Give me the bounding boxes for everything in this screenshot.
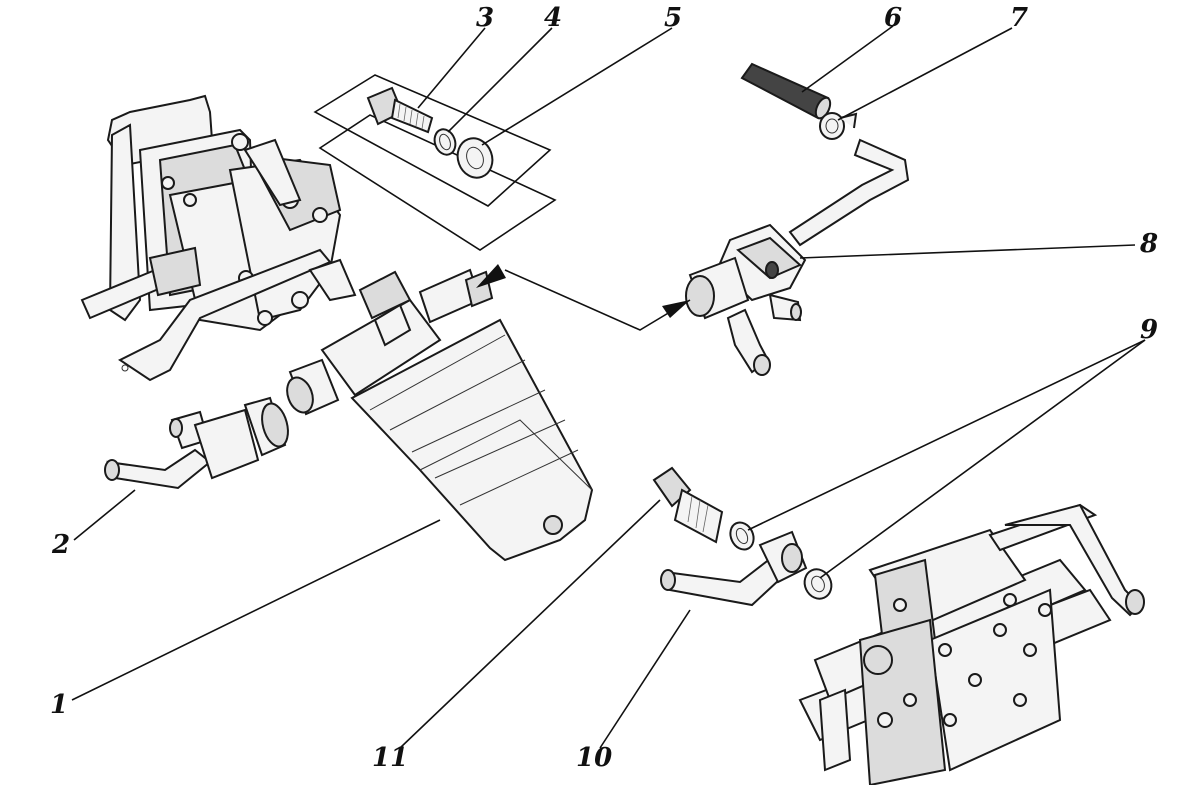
pump-housing: [80, 94, 357, 382]
hose-and-clamp: [740, 62, 858, 140]
callout-4: 4: [544, 3, 562, 33]
leader-1: [71, 519, 441, 701]
callout-3: 3: [476, 3, 494, 33]
filter-assembly: [286, 268, 594, 562]
callout-5: 5: [664, 3, 682, 33]
leader-8: [799, 244, 1136, 259]
callout-7: 7: [1010, 3, 1028, 33]
elbow-pipe-part-2: [104, 396, 289, 490]
tee-fitting-part-8: [685, 138, 910, 376]
leader-9a: [747, 339, 1146, 531]
leader-6: [801, 25, 894, 93]
callout-2: 2: [51, 530, 70, 560]
leader-3: [417, 27, 486, 109]
callout-10: 10: [576, 743, 612, 773]
leader-2: [73, 489, 136, 541]
callout-11: 11: [372, 743, 408, 773]
callout-1: 1: [50, 690, 68, 720]
leader-10: [599, 609, 691, 749]
leader-4: [447, 27, 553, 133]
banjo-elbow-part-10: [660, 530, 833, 607]
leader-5: [481, 27, 673, 146]
banjo-bolt-part-11: [652, 466, 755, 551]
callout-numbers: 3 4 5 6 7 8 9 2 1 11 10: [50, 3, 1158, 773]
connection-arrow: [476, 264, 691, 331]
leader-9b: [819, 339, 1146, 579]
leader-11: [399, 499, 661, 749]
callout-8: 8: [1139, 229, 1158, 259]
leader-7: [837, 27, 1013, 121]
distributor-block: [798, 503, 1145, 785]
callout-6: 6: [884, 3, 902, 33]
bolt-washer-inset: [313, 74, 557, 251]
callout-9: 9: [1140, 315, 1158, 345]
leader-lines: [71, 25, 1146, 749]
